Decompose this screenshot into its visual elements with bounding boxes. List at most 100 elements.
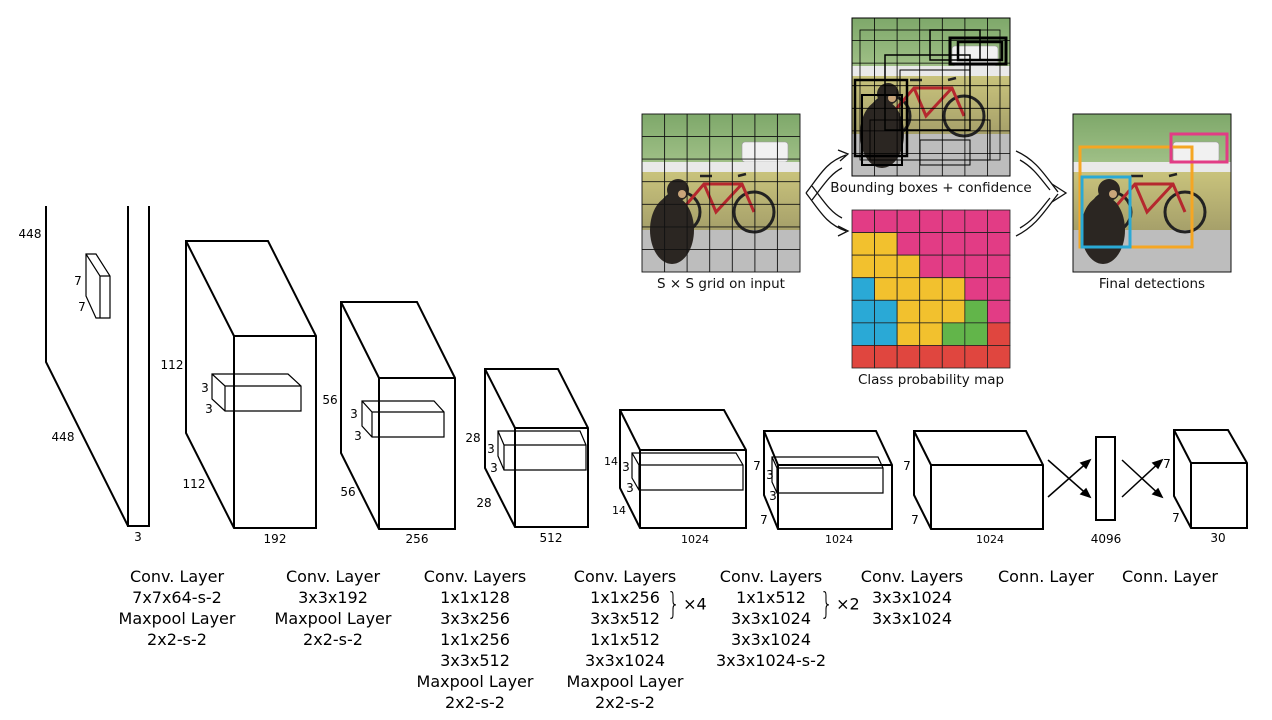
input-height-label: 448	[19, 227, 42, 241]
layer8-line: Conn. Layer	[1121, 567, 1219, 586]
class-cell	[874, 345, 898, 369]
block3-kernel-b: 3	[490, 461, 498, 475]
class-cell	[941, 277, 966, 301]
class-cell	[874, 322, 898, 346]
class-cell	[874, 299, 898, 324]
class-cell	[987, 232, 1011, 256]
layer3-line: 3x3x256	[440, 609, 510, 628]
layer4-line: 3x3x1024	[584, 651, 666, 670]
block2-kernel-a: 3	[350, 407, 358, 421]
layer5-line: 1x1x512	[736, 588, 806, 607]
layer1-line: Conv. Layer	[129, 567, 225, 586]
class-cell	[987, 209, 1011, 233]
layer6-line: 3x3x1024	[871, 609, 953, 628]
class-cell	[851, 299, 875, 324]
class-cell	[919, 345, 943, 369]
repeat-x4-label: ×4	[683, 594, 707, 614]
block5-kernel-b: 3	[769, 489, 777, 503]
class-probability-image	[851, 209, 1011, 369]
block3-height-label: 28	[465, 431, 480, 445]
repeat-x2-bracket: }×2	[819, 587, 860, 622]
layer2-line: Maxpool Layer	[274, 609, 392, 628]
block-7a	[763, 430, 893, 530]
block1-height-label: 112	[161, 358, 184, 372]
block1-width-label: 112	[183, 477, 206, 491]
block2-kernel-b: 3	[354, 429, 362, 443]
class-cell	[987, 299, 1011, 324]
layer5-line: Conv. Layers	[719, 567, 823, 586]
class-cell	[964, 299, 988, 324]
class-cell	[896, 277, 921, 301]
block3-width-label: 28	[476, 496, 491, 510]
layer4-line: Maxpool Layer	[566, 672, 684, 691]
class-cell	[896, 299, 921, 324]
block4-height-label: 14	[604, 455, 618, 468]
class-cell	[874, 254, 898, 279]
block6-depth-label: 1024	[976, 533, 1004, 546]
block-28	[484, 368, 589, 528]
class-cell	[851, 232, 875, 256]
layer-desc-2: Conv. Layer 3x3x192 Maxpool Layer 2x2-s-…	[275, 566, 392, 650]
input-depth-label: 3	[134, 530, 142, 544]
layer4-line: 1x1x256	[590, 588, 660, 607]
class-cell	[941, 345, 966, 369]
class-cell	[964, 277, 988, 301]
class-cell	[896, 345, 921, 369]
class-cell	[987, 277, 1011, 301]
block4-depth-label: 1024	[681, 533, 709, 546]
class-cell	[874, 277, 898, 301]
class-cell	[964, 254, 988, 279]
class-cell	[851, 277, 875, 301]
class-cell	[896, 254, 921, 279]
class-cell	[919, 277, 943, 301]
grid-input-image	[640, 112, 802, 274]
input-block	[45, 206, 150, 527]
layer1-line: 2x2-s-2	[147, 630, 207, 649]
layer4-line: 1x1x512	[590, 630, 660, 649]
output-block	[1173, 429, 1248, 529]
block-14	[619, 409, 747, 529]
grid-caption: S × S grid on input	[657, 276, 785, 292]
final-caption: Final detections	[1098, 276, 1206, 292]
class-cell	[941, 232, 966, 256]
class-cell	[964, 209, 988, 233]
block3-depth-label: 512	[540, 531, 563, 545]
block5-height-label: 7	[753, 459, 761, 473]
class-cell	[851, 209, 875, 233]
layer-desc-7: Conn. Layer	[998, 566, 1094, 587]
block-7b	[913, 430, 1044, 530]
layer6-line: Conv. Layers	[860, 567, 964, 586]
class-cell	[987, 345, 1011, 369]
class-cell	[851, 345, 875, 369]
kernel-label-a: 7	[74, 274, 82, 288]
bounding-boxes-image	[850, 16, 1012, 178]
merge-arrow	[1015, 150, 1068, 237]
class-cell	[964, 232, 988, 256]
layer-desc-5: Conv. Layers 1x1x512 3x3x1024 3x3x1024 3…	[716, 566, 826, 671]
class-cell	[941, 299, 966, 324]
fc-depth-label: 4096	[1091, 532, 1122, 546]
layer3-line: Maxpool Layer	[416, 672, 534, 691]
layer3-line: Conv. Layers	[423, 567, 527, 586]
fc-4096-block	[1095, 436, 1116, 521]
block6-width-label: 7	[911, 513, 919, 527]
fc-cross-arrow-1	[1047, 458, 1092, 499]
layer2-line: 3x3x192	[298, 588, 368, 607]
output-height-label: 7	[1163, 457, 1171, 471]
class-cell	[941, 322, 966, 346]
layer4-line: Conv. Layers	[573, 567, 677, 586]
class-cell	[896, 209, 921, 233]
block1-kernel-b: 3	[205, 402, 213, 416]
layer7-line: Conn. Layer	[997, 567, 1095, 586]
repeat-x2-label: ×2	[836, 594, 860, 614]
class-cell	[896, 322, 921, 346]
class-cell	[919, 254, 943, 279]
split-arrow	[805, 149, 850, 237]
fc-cross-arrow-2	[1121, 458, 1164, 499]
block5-width-label: 7	[760, 513, 768, 527]
layer5-line: 3x3x1024-s-2	[715, 651, 827, 670]
output-depth-label: 30	[1210, 531, 1225, 545]
class-cell	[964, 345, 988, 369]
class-cell	[874, 232, 898, 256]
input-width-label: 448	[52, 430, 75, 444]
